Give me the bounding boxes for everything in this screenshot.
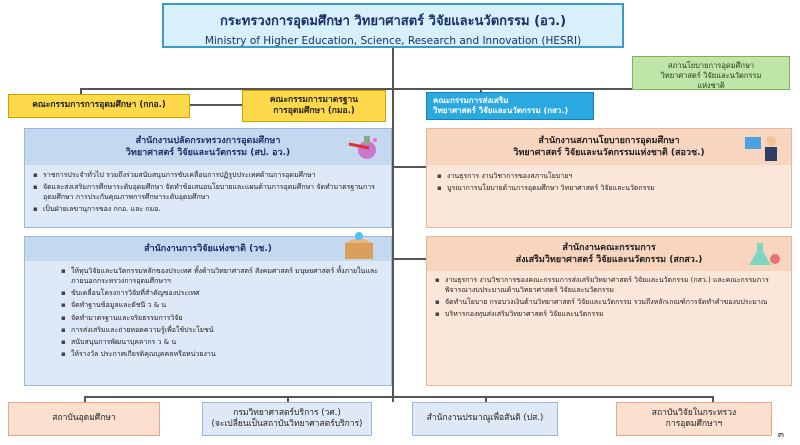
list-item: ให้ทุนวิจัยและนวัตกรรมหลักของประเทศ ทั้ง… bbox=[61, 266, 383, 286]
connector bbox=[392, 48, 394, 402]
connector bbox=[287, 396, 289, 402]
list-item: สนับสนุนการพัฒนาบุคลากร ว & น bbox=[61, 337, 383, 347]
list-item: จัดและส่งเสริมการศึกษาระดับอุดมศึกษา จัด… bbox=[33, 182, 383, 202]
ops-title-line1: สำนักงานปลัดกระทรวงการอุดมศึกษา bbox=[135, 135, 281, 146]
research-institutes-box: สถาบันวิจัยในกระทรวง การอุดมศึกษาฯ bbox=[616, 402, 772, 436]
connector bbox=[84, 396, 86, 402]
list-item: ราชการประจำทั่วไป รวมถึงร่วมสนับสนุนการข… bbox=[33, 170, 383, 180]
connector bbox=[485, 396, 487, 402]
ops-list: ราชการประจำทั่วไป รวมถึงร่วมสนับสนุนการข… bbox=[25, 165, 391, 215]
ops-title-line2: วิทยาศาสตร์ วิจัยและนวัตกรรม (สป. อว.) bbox=[125, 148, 291, 158]
standards-committee-line2: การอุดมศึกษา (กมอ.) bbox=[273, 106, 355, 116]
higher-ed-committee-box: คณะกรรมการการอุดมศึกษา (กกอ.) bbox=[8, 94, 190, 118]
policy-office-header: สำนักงานสภานโยบายการอุดมศึกษา วิทยาศาสตร… bbox=[427, 129, 791, 165]
standards-committee-line1: คณะกรรมการมาตรฐาน bbox=[269, 94, 359, 105]
connector bbox=[394, 258, 426, 260]
oaep-label: สำนักงานปรมาณูเพื่อสันติ (ปส.) bbox=[426, 413, 544, 424]
list-item: จัดทำมาตรฐานและจริยธรรมการวิจัย bbox=[61, 313, 383, 323]
tsri-title-line1: สำนักงานคณะกรรมการ bbox=[562, 242, 656, 253]
oaep-box: สำนักงานปรมาณูเพื่อสันติ (ปส.) bbox=[412, 402, 558, 436]
ops-header: สำนักงานปลัดกระทรวงการอุดมศึกษา วิทยาศาส… bbox=[25, 129, 391, 165]
promotion-committee-line2: วิทยาศาสตร์ วิจัยและนวัตกรรม (กสว.) bbox=[433, 106, 569, 115]
ministry-title-box: กระทรวงการอุดมศึกษา วิทยาศาสตร์ วิจัยและ… bbox=[162, 3, 624, 48]
promotion-committee-line1: คณะกรรมการส่งเสริม bbox=[433, 95, 509, 105]
nrct-list: ให้ทุนวิจัยและนวัตกรรมหลักของประเทศ ทั้ง… bbox=[25, 261, 391, 359]
ministry-name-en: Ministry of Higher Education, Science, R… bbox=[204, 35, 582, 47]
policy-office-list: งานธุรการ งานวิชาการของสภานโยบายฯ บูรณาก… bbox=[427, 165, 791, 193]
research-institutes-line1: สถาบันวิจัยในกระทรวง bbox=[651, 407, 737, 418]
dss-line2: (จะเปลี่ยนเป็นสถาบันวิทยาศาสตร์บริการ) bbox=[211, 419, 363, 429]
dss-line1: กรมวิทยาศาสตร์บริการ (วศ.) bbox=[233, 407, 341, 418]
dss-box: กรมวิทยาศาสตร์บริการ (วศ.) (จะเปลี่ยนเป็… bbox=[202, 402, 372, 436]
list-item: งานธุรการ งานวิชาการของสภานโยบายฯ bbox=[437, 171, 783, 181]
nrct-header: สำนักงานการวิจัยแห่งชาติ (วช.) bbox=[25, 237, 391, 261]
policy-office-title-line2: วิทยาศาสตร์ วิจัยและนวัตกรรมแห่งชาติ (สอ… bbox=[513, 148, 705, 158]
research-institutes-line2: การอุดมศึกษาฯ bbox=[665, 419, 723, 429]
connector bbox=[84, 396, 712, 398]
list-item: บริหารกองทุนส่งเสริมวิทยาศาสตร์ วิจัยและ… bbox=[435, 309, 783, 319]
standards-committee-box: คณะกรรมการมาตรฐาน การอุดมศึกษา (กมอ.) bbox=[242, 90, 386, 122]
list-item: จัดทำฐานข้อมูลและดัชนี ว & น bbox=[61, 300, 383, 310]
connector bbox=[394, 166, 426, 168]
list-item: ให้รางวัล ประกาศเกียรติคุณบุคคลหรือหน่วย… bbox=[61, 349, 383, 359]
list-item: จัดทำนโยบาย กรอบวงเงินด้านวิทยาศาสตร์ วิ… bbox=[435, 297, 783, 307]
connector bbox=[190, 104, 242, 106]
policy-council-box: สภานโยบายการอุดมศึกษา วิทยาศาสตร์ วิจัยแ… bbox=[632, 56, 790, 90]
tsri-header: สำนักงานคณะกรรมการ ส่งเสริมวิทยาศาสตร์ ว… bbox=[427, 237, 791, 271]
connector bbox=[480, 88, 482, 92]
connector bbox=[80, 88, 680, 90]
university-label: สถาบันอุดมศึกษา bbox=[52, 413, 116, 424]
lab-flask-icon bbox=[743, 239, 783, 273]
list-item: งานธุรการ งานวิชาการของคณะกรรมการส่งเสริ… bbox=[435, 275, 783, 295]
policy-council-line1: สภานโยบายการอุดมศึกษา bbox=[667, 61, 755, 70]
promotion-committee-box: คณะกรรมการส่งเสริม วิทยาศาสตร์ วิจัยและน… bbox=[426, 92, 594, 120]
ministry-name-th: กระทรวงการอุดมศึกษา วิทยาศาสตร์ วิจัยและ… bbox=[219, 14, 567, 29]
policy-office-panel: สำนักงานสภานโยบายการอุดมศึกษา วิทยาศาสตร… bbox=[426, 128, 792, 228]
connector bbox=[80, 88, 82, 94]
presenter-icon bbox=[743, 133, 783, 167]
list-item: การส่งเสริมและถ่ายทอดความรู้เพื่อใช้ประโ… bbox=[61, 325, 383, 335]
connector bbox=[712, 396, 714, 402]
policy-council-line3: แห่งชาติ bbox=[697, 80, 725, 90]
list-item: ขับเคลื่อนโครงการวิจัยที่สำคัญของประเทศ bbox=[61, 288, 383, 298]
policy-office-title-line1: สำนักงานสภานโยบายการอุดมศึกษา bbox=[538, 135, 680, 146]
research-box-icon bbox=[339, 231, 379, 265]
tsri-list: งานธุรการ งานวิชาการของคณะกรรมการส่งเสริ… bbox=[427, 271, 791, 320]
page-number: ๓ bbox=[777, 430, 784, 440]
policy-council-line2: วิทยาศาสตร์ วิจัยและนวัตกรรม bbox=[660, 70, 762, 80]
nrct-panel: สำนักงานการวิจัยแห่งชาติ (วช.) ให้ทุนวิจ… bbox=[24, 232, 392, 386]
tsri-title-line2: ส่งเสริมวิทยาศาสตร์ วิจัยและนวัตกรรม (สก… bbox=[515, 255, 703, 265]
university-box: สถาบันอุดมศึกษา bbox=[8, 402, 160, 436]
higher-ed-committee-label: คณะกรรมการการอุดมศึกษา (กกอ.) bbox=[32, 100, 166, 111]
ops-panel: สำนักงานปลัดกระทรวงการอุดมศึกษา วิทยาศาส… bbox=[24, 128, 392, 228]
list-item: เป็นฝ่ายเลขานุการของ กกอ. และ กมอ. bbox=[33, 204, 383, 214]
list-item: บูรณาการนโยบายด้านการอุดมศึกษา วิทยาศาสต… bbox=[437, 183, 783, 193]
nrct-title: สำนักงานการวิจัยแห่งชาติ (วช.) bbox=[144, 243, 272, 254]
tsri-panel: สำนักงานคณะกรรมการ ส่งเสริมวิทยาศาสตร์ ว… bbox=[426, 236, 792, 386]
ops-icon bbox=[347, 132, 381, 166]
